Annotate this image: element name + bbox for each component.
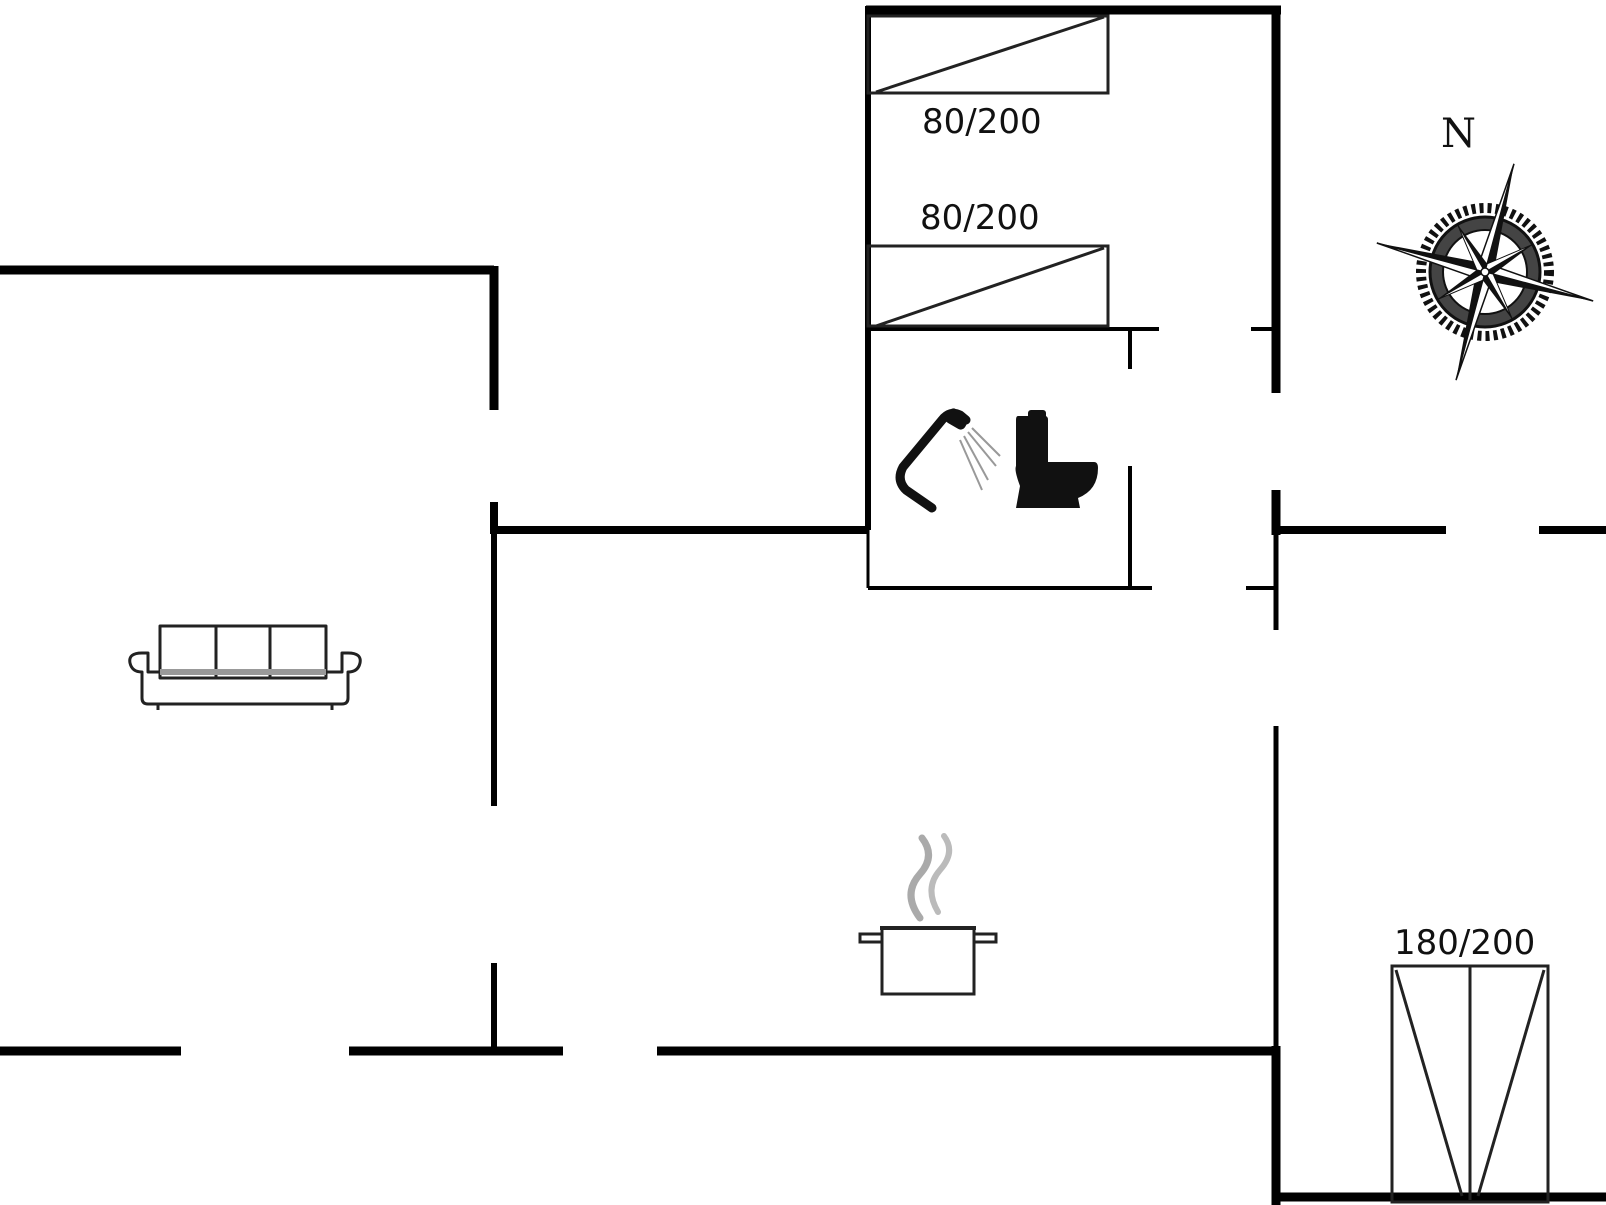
bed-double	[1390, 964, 1550, 1204]
bed-size-label: 180/200	[1394, 923, 1535, 963]
compass-rose-icon	[1376, 163, 1594, 381]
bed-diagonal	[875, 15, 1105, 94]
toilet-icon	[1015, 410, 1098, 508]
bed-diagonal	[875, 246, 1105, 328]
cooking-pot-icon	[858, 833, 998, 996]
bed-size-label: 80/200	[922, 102, 1042, 142]
bed-size-label: 80/200	[920, 198, 1040, 238]
bed-diagonal	[1394, 969, 1464, 1197]
bed-frame	[866, 14, 1110, 95]
bed-single-top	[866, 14, 1110, 95]
bed-single-bottom	[866, 244, 1110, 328]
walls	[0, 5, 1606, 1205]
compass-north-label: N	[1441, 111, 1476, 157]
shower-icon	[895, 408, 1001, 513]
bed-frame	[866, 244, 1110, 328]
sofa-icon	[128, 624, 362, 710]
bed-diagonal	[1476, 969, 1546, 1197]
